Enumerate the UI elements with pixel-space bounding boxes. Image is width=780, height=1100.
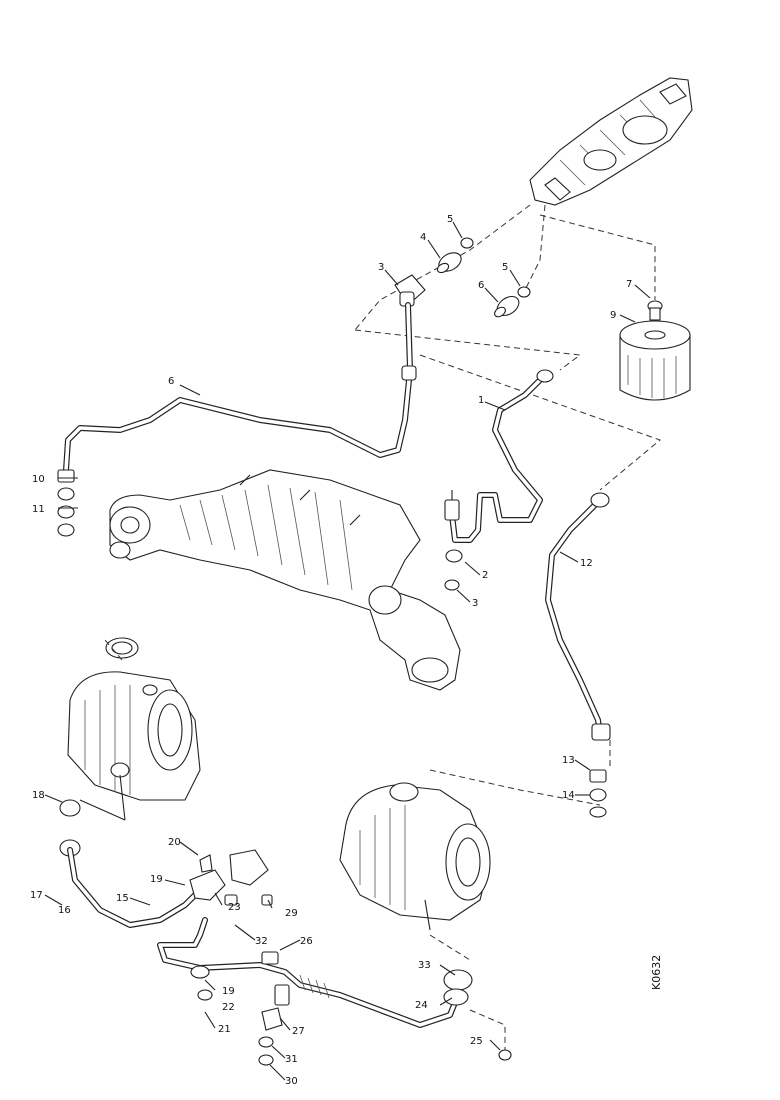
label-31: 31 bbox=[285, 1054, 298, 1065]
oil-filter bbox=[619, 300, 691, 401]
label-16: 16 bbox=[58, 905, 71, 916]
pipe-8 bbox=[63, 302, 417, 473]
label-4: 4 bbox=[420, 232, 426, 243]
assembly-line-bottom bbox=[469, 1009, 506, 1050]
pipe-lower-return bbox=[157, 917, 463, 1028]
label-23: 23 bbox=[228, 902, 241, 913]
label-32: 32 bbox=[255, 936, 268, 947]
assembly-line-cross-2 bbox=[419, 354, 661, 491]
leader-lines bbox=[44, 221, 651, 1081]
label-29: 29 bbox=[285, 908, 298, 919]
union-fitting-6 bbox=[494, 295, 520, 318]
label-6: 6 bbox=[478, 280, 484, 291]
label-17: 17 bbox=[30, 890, 43, 901]
assembly-line-filter bbox=[539, 214, 656, 300]
union-fitting-4 bbox=[436, 252, 462, 274]
label-7: 7 bbox=[626, 279, 632, 290]
fittings-13-14 bbox=[589, 769, 607, 818]
label-1: 1 bbox=[478, 395, 484, 406]
label-19-top: 19 bbox=[150, 874, 163, 885]
fittings-lower bbox=[190, 951, 512, 1066]
label-3-top: 3 bbox=[378, 262, 384, 273]
label-14: 14 bbox=[562, 790, 575, 801]
pipe-12 bbox=[545, 492, 611, 741]
washer-5-top bbox=[460, 237, 474, 249]
label-24: 24 bbox=[415, 1000, 428, 1011]
label-11: 11 bbox=[32, 504, 45, 515]
pipe-1 bbox=[444, 369, 554, 591]
label-15: 15 bbox=[116, 893, 129, 904]
label-5-mid: 5 bbox=[502, 262, 508, 273]
label-9: 9 bbox=[610, 310, 616, 321]
label-27: 27 bbox=[292, 1026, 305, 1037]
label-33: 33 bbox=[418, 960, 431, 971]
assembly-line-turbo-right-2 bbox=[429, 934, 471, 961]
fittings-10-11 bbox=[57, 469, 75, 537]
assembly-line-turbo-right bbox=[429, 769, 601, 806]
label-13: 13 bbox=[562, 755, 575, 766]
label-22: 22 bbox=[222, 1002, 235, 1013]
assembly-line-mid bbox=[519, 204, 546, 301]
label-12: 12 bbox=[580, 558, 593, 569]
label-2: 2 bbox=[482, 570, 488, 581]
label-26: 26 bbox=[300, 936, 313, 947]
turbocharger-left bbox=[67, 637, 201, 801]
label-19-bottom: 19 bbox=[222, 986, 235, 997]
assembly-line-cross bbox=[354, 329, 582, 371]
label-25: 25 bbox=[470, 1036, 483, 1047]
part-labels: 6 3 4 5 6 5 7 9 1 10 11 2 3 12 13 14 18 … bbox=[30, 214, 663, 1087]
label-20: 20 bbox=[168, 837, 181, 848]
label-18: 18 bbox=[32, 790, 45, 801]
label-3-mid: 3 bbox=[472, 598, 478, 609]
label-10: 10 bbox=[32, 474, 45, 485]
banjo-fitting-3 bbox=[394, 274, 426, 307]
label-5-top: 5 bbox=[447, 214, 453, 225]
drawing-code: K0632 bbox=[650, 955, 663, 990]
oil-cooler-assembly bbox=[109, 469, 461, 691]
turbocharger-right bbox=[339, 782, 491, 931]
washer-5-mid bbox=[517, 286, 531, 298]
label-21: 21 bbox=[218, 1024, 231, 1035]
label-30: 30 bbox=[285, 1076, 298, 1087]
engine-housing bbox=[529, 77, 693, 206]
bracket-assembly bbox=[189, 849, 273, 906]
label-8: 6 bbox=[168, 376, 174, 387]
assembly-line-turbo-left bbox=[104, 639, 123, 661]
pipe-15 bbox=[59, 799, 198, 928]
leader-turbo-left bbox=[79, 774, 126, 821]
